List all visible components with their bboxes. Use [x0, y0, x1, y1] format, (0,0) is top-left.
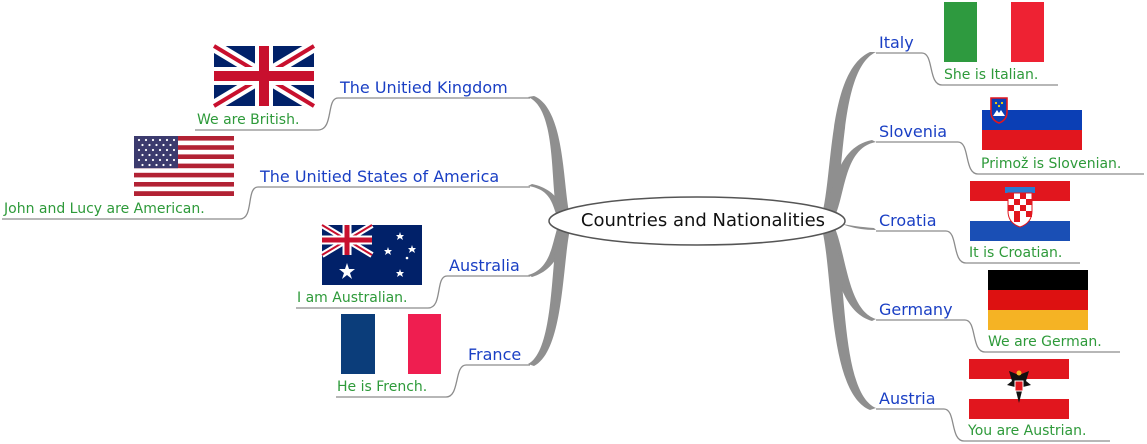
topic-germany[interactable]: Germany [879, 300, 953, 319]
sentence-uk[interactable]: We are British. [197, 112, 300, 128]
branch-uk [528, 96, 572, 222]
topic-croatia[interactable]: Croatia [879, 211, 937, 230]
topic-austria[interactable]: Austria [879, 389, 936, 408]
topic-slovenia[interactable]: Slovenia [879, 122, 948, 141]
italy-flag-icon [944, 2, 1044, 62]
sentence-australia[interactable]: I am Australian. [297, 290, 408, 306]
austria-flag-icon [969, 359, 1069, 419]
germany-flag-icon [988, 270, 1088, 330]
australia-flag-icon [320, 222, 422, 285]
central-topic[interactable]: Countries and Nationalities [580, 210, 826, 231]
sentence-connectors [2, 52, 1144, 442]
topic-france[interactable]: France [468, 345, 522, 364]
topic-uk[interactable]: The Unitied Kingdom [340, 78, 508, 97]
topic-underlines [258, 52, 965, 410]
sentence-germany[interactable]: We are German. [988, 334, 1102, 350]
central-topic-shape [548, 196, 846, 246]
branch-france [528, 222, 572, 366]
croatia-flag-icon [970, 181, 1070, 241]
usa-flag-icon [134, 136, 234, 196]
sentence-italy[interactable]: She is Italian. [944, 67, 1039, 83]
topic-australia[interactable]: Australia [449, 256, 520, 275]
topic-italy[interactable]: Italy [879, 33, 914, 52]
sentence-france[interactable]: He is French. [337, 379, 428, 395]
slovenia-flag-icon [982, 97, 1082, 150]
right-branches [820, 52, 876, 410]
sentence-croatia[interactable]: It is Croatian. [969, 245, 1063, 261]
sentence-austria[interactable]: You are Austrian. [968, 423, 1087, 439]
branch-slovenia [820, 140, 876, 222]
sentence-usa[interactable]: John and Lucy are American. [4, 201, 205, 217]
uk-flag-icon [210, 40, 318, 112]
sentence-slovenia[interactable]: Primož is Slovenian. [981, 156, 1122, 172]
france-flag-icon [341, 314, 441, 374]
branch-italy [820, 52, 876, 222]
branch-croatia [820, 222, 876, 230]
branch-austria [820, 222, 876, 410]
topic-usa[interactable]: The Unitied States of America [260, 167, 500, 186]
